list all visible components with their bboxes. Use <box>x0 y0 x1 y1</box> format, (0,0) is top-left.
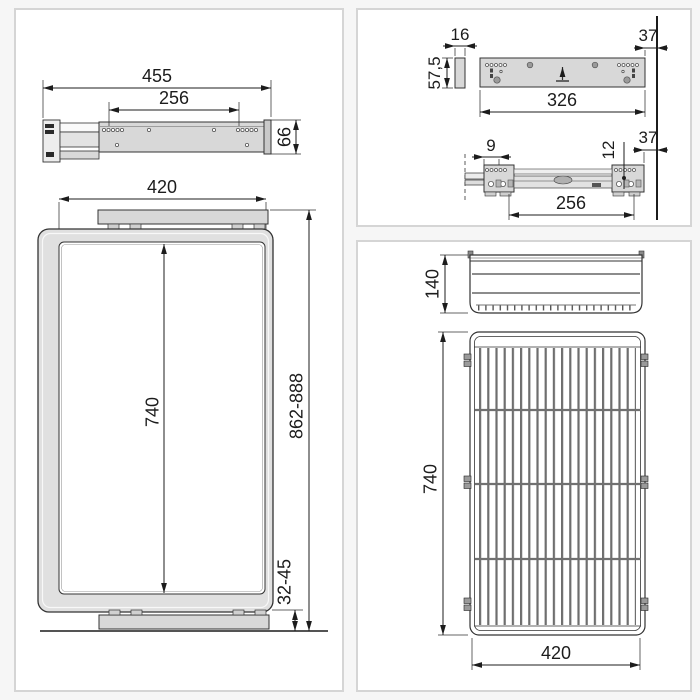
dim-455: 455 <box>42 66 272 118</box>
dim-label-140: 140 <box>422 269 442 299</box>
dim-label-740-basket: 740 <box>420 464 440 494</box>
dim-32-45: 32-45 <box>272 559 303 631</box>
dim-label-420-basket: 420 <box>541 643 571 663</box>
dim-label-9: 9 <box>486 136 495 155</box>
top-slide-bar <box>97 209 269 225</box>
dim-label-66: 66 <box>274 127 294 147</box>
dim-740-frame: 740 <box>142 244 167 593</box>
mounting-plate-top-view <box>479 57 646 88</box>
basket-side-clips <box>463 353 649 611</box>
dim-420-frame: 420 <box>58 177 267 232</box>
dim-37-top: 37 <box>634 26 668 56</box>
dim-label-740-frame: 740 <box>142 397 162 427</box>
basket-drawing: 140 <box>420 250 649 670</box>
bracket-drawing: 16 57,5 <box>425 16 668 220</box>
panel-bracket-slide-top: 16 57,5 <box>356 8 692 227</box>
plate-holes <box>485 63 639 74</box>
front-bracket-block <box>483 164 515 193</box>
dim-420-basket: 420 <box>471 638 641 670</box>
dim-326: 326 <box>479 90 646 117</box>
dim-862-888: 862-888 <box>270 209 316 631</box>
slide-latch <box>553 175 573 185</box>
bottom-slide-bar <box>98 614 270 630</box>
dim-label-57-5: 57,5 <box>425 56 444 89</box>
mounting-direction-arrow-icon <box>556 67 569 82</box>
dim-label-256-slide: 256 <box>159 88 189 108</box>
dim-label-32-45: 32-45 <box>274 559 294 605</box>
dim-740-basket: 740 <box>420 331 468 636</box>
plate-slots <box>490 68 635 78</box>
dim-label-420-frame: 420 <box>147 177 177 197</box>
dim-label-256-bracket: 256 <box>556 193 586 213</box>
dim-37-side: 37 <box>633 128 668 163</box>
panel-basket: 140 <box>356 240 692 692</box>
slide-and-frame-drawing: 455 256 66 420 <box>37 66 328 632</box>
rail-end-cap <box>263 119 272 155</box>
basket-wire-ends <box>478 305 636 311</box>
dim-16: 16 <box>443 25 477 56</box>
slide-top-view <box>464 154 645 200</box>
dim-label-326: 326 <box>547 90 577 110</box>
top-bar-tabs <box>107 223 266 230</box>
dim-label-37-side: 37 <box>639 128 658 147</box>
dim-140: 140 <box>422 254 468 314</box>
plate-large-holes <box>493 61 631 84</box>
outer-rail <box>98 121 265 153</box>
dim-12: 12 <box>599 141 625 189</box>
inner-rail <box>59 122 100 133</box>
block-holes <box>485 168 636 187</box>
rail-holes <box>102 128 258 147</box>
dim-label-12: 12 <box>599 141 618 160</box>
slide-hook-mark <box>45 124 54 128</box>
dim-256-slide: 256 <box>108 88 240 126</box>
basket-wires <box>479 348 636 625</box>
basket-side-view <box>467 250 645 314</box>
dim-57-5: 57,5 <box>425 56 453 90</box>
dim-9: 9 <box>472 136 511 165</box>
dim-label-37-top: 37 <box>639 26 658 45</box>
bottom-bar-tabs <box>108 609 267 616</box>
dim-label-16: 16 <box>451 25 470 44</box>
dim-label-862-888: 862-888 <box>286 373 306 439</box>
basket-top-view <box>463 331 649 636</box>
block-feet <box>484 191 641 197</box>
bracket-plate-side <box>454 57 466 89</box>
dim-256-bracket: 256 <box>508 193 635 220</box>
dim-66: 66 <box>271 119 301 155</box>
slide-side-view <box>42 119 272 163</box>
panel-slide-and-frame: 455 256 66 420 <box>14 8 344 692</box>
dim-label-455: 455 <box>142 66 172 86</box>
